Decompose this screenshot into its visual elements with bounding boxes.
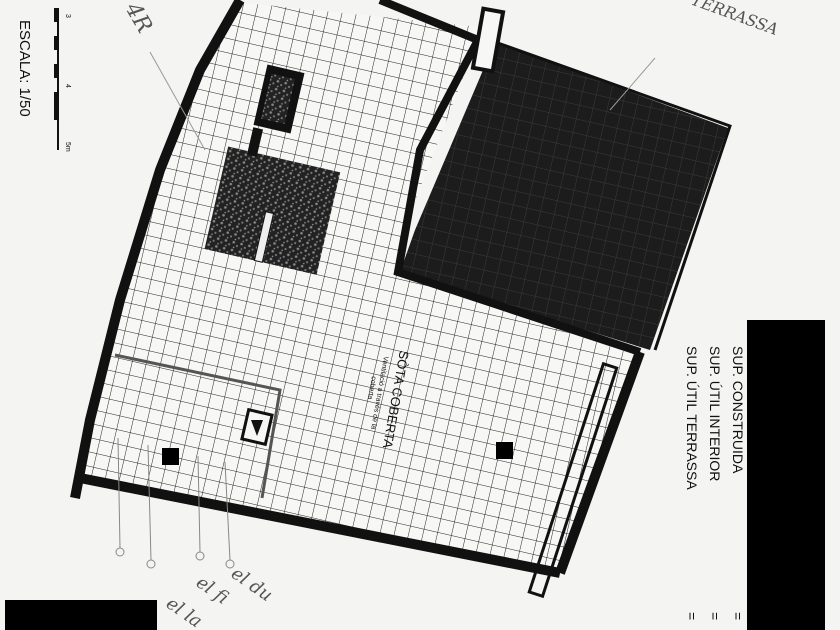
outer-wall-left [70, 0, 245, 499]
handwritten-arrow-left [149, 51, 206, 151]
handwriting-top-left: 4R [119, 0, 156, 37]
outer-wall-bottom [79, 473, 561, 578]
gravel-skylight [204, 146, 341, 275]
handwriting-bottom-1: el du [227, 563, 276, 606]
pillar-top [470, 6, 506, 74]
partition-line [114, 353, 282, 499]
top-wall [378, 0, 480, 44]
handwriting-bottom-2: el fi [192, 572, 232, 609]
surfaces-legend: SUP. CONSTRUIDA SUP. ÚTIL INTERIOR SUP. … [684, 346, 746, 620]
sup-construida: SUP. CONSTRUIDA [730, 346, 746, 474]
equals-2: = [707, 612, 723, 620]
symbol-square-left [162, 448, 179, 465]
vent-inner [261, 73, 295, 124]
triangle-symbol [251, 420, 263, 436]
redaction-right [747, 320, 825, 630]
symbol-square-right [496, 442, 513, 459]
room-note-line2: coberta [366, 376, 377, 400]
handwriting-bottom-3: el la [162, 593, 206, 630]
sup-util-terrassa: SUP. ÚTIL TERRASSA [684, 346, 700, 490]
dark-area [400, 42, 728, 350]
handwritten-arrow-right [609, 57, 656, 111]
sup-util-interior: SUP. ÚTIL INTERIOR [707, 346, 723, 481]
vent-stem [246, 127, 264, 157]
svg-text:5m: 5m [64, 142, 71, 152]
skylight-duct [253, 211, 275, 263]
redaction-bottom-left [5, 600, 157, 630]
scale-bar [54, 8, 59, 150]
annotation-leaders [115, 437, 235, 569]
pillar-right [527, 361, 619, 599]
equals-1: = [730, 612, 746, 620]
handwriting-top-right: TERRASSA [689, 0, 781, 39]
scale-label: ESCALA: 1/50 [16, 20, 33, 117]
svg-text:4: 4 [64, 84, 71, 88]
inner-wall-step [393, 38, 642, 356]
svg-text:3: 3 [64, 14, 71, 18]
scale-ticks: 3 4 5m [64, 14, 71, 152]
outer-wall-right [555, 350, 645, 575]
main-floor-area [80, 2, 635, 575]
equals-3: = [684, 612, 700, 620]
terrace-top-edge [494, 40, 732, 351]
